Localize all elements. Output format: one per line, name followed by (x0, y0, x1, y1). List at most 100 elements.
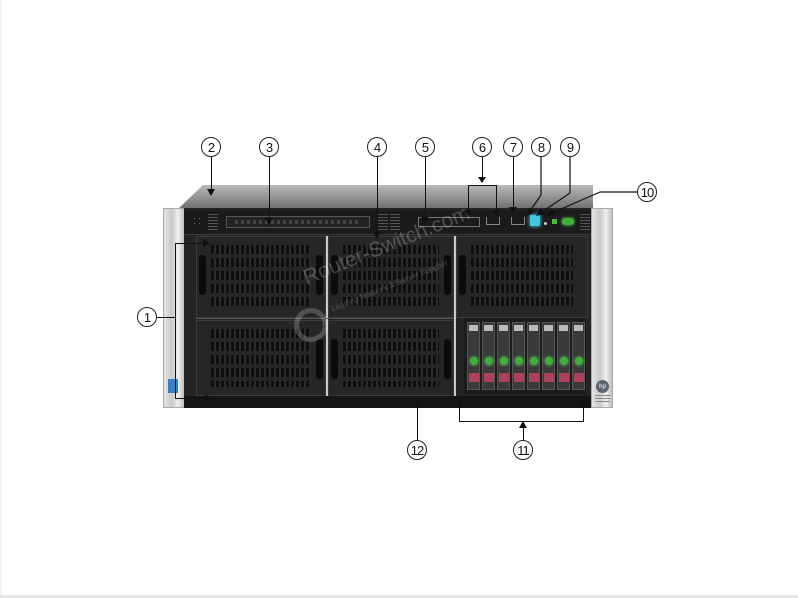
media-bay[interactable] (328, 236, 454, 318)
arrow-down-icon (373, 232, 381, 239)
callout-3: 3 (259, 137, 279, 157)
bay-handle (444, 339, 451, 379)
leader-line (468, 185, 496, 187)
left-rack-ear (163, 208, 185, 408)
drive-label (484, 325, 493, 331)
leader-line (536, 157, 571, 216)
drive-status-led (470, 357, 478, 365)
hot-plug-drive[interactable] (542, 322, 555, 390)
leader-line (417, 408, 419, 440)
bay-handle (459, 255, 466, 295)
callout-7: 7 (503, 137, 523, 157)
page-bottom-edge (0, 595, 798, 598)
callout-4: 4 (367, 137, 387, 157)
front-bezel (184, 208, 592, 408)
leader-line (482, 157, 484, 177)
drive-release-button[interactable] (559, 373, 569, 382)
drive-release-button[interactable] (544, 373, 554, 382)
bay-divider (454, 236, 456, 396)
drive-release-button[interactable] (499, 373, 509, 382)
drive-cage-sff (464, 318, 586, 394)
callout-11: 11 (513, 440, 533, 460)
media-bay[interactable] (196, 320, 326, 396)
drive-status-led (545, 357, 553, 365)
leader-line (175, 243, 177, 398)
arrow-down-icon (492, 210, 500, 216)
hot-plug-drive[interactable] (482, 322, 495, 390)
optical-drive-bay[interactable] (226, 216, 370, 228)
vent-grille (208, 214, 218, 230)
health-led (544, 222, 547, 225)
callout-8: 8 (531, 137, 551, 157)
drive-status-led (500, 357, 508, 365)
hot-plug-drive[interactable] (572, 322, 585, 390)
watermark-logo-icon (294, 308, 328, 342)
nic-status-led (552, 219, 557, 224)
callout-10: 10 (637, 182, 657, 202)
drive-label (514, 325, 523, 331)
leader-line (425, 157, 427, 217)
drive-label (529, 325, 538, 331)
arrow-right-icon (205, 394, 212, 402)
hot-plug-drive[interactable] (527, 322, 540, 390)
hot-plug-drive[interactable] (467, 322, 480, 390)
vent-grille (378, 214, 388, 230)
hot-plug-drive[interactable] (497, 322, 510, 390)
hp-logo-icon: hp (596, 380, 609, 393)
drive-release-button[interactable] (574, 373, 584, 382)
callout-5: 5 (415, 137, 435, 157)
mesh-grille (343, 329, 439, 387)
callout-1: 1 (137, 307, 157, 327)
bay-area (196, 236, 588, 396)
media-bay[interactable] (328, 320, 454, 396)
usb-port-icon[interactable] (486, 217, 500, 225)
leader-line (211, 157, 213, 189)
bay-divider (326, 236, 328, 396)
drive-status-led (575, 357, 583, 365)
compliance-sticker (168, 379, 178, 393)
arrow-down-icon (265, 218, 273, 225)
drive-label (544, 325, 553, 331)
hot-plug-drive[interactable] (557, 322, 570, 390)
drive-status-led (530, 357, 538, 365)
drive-label (499, 325, 508, 331)
vent-grille (580, 214, 590, 230)
bay-handle (331, 339, 338, 379)
vent-grille (390, 214, 400, 230)
callout-12: 12 (407, 440, 427, 460)
drive-label (559, 325, 568, 331)
right-rack-ear: hp (591, 208, 613, 408)
leader-line (526, 157, 542, 216)
drive-release-button[interactable] (514, 373, 524, 382)
media-bay[interactable] (196, 236, 326, 318)
leader-line (459, 421, 583, 423)
arrow-down-icon (421, 217, 429, 224)
control-panel-strip (184, 210, 592, 235)
mesh-grille (211, 245, 311, 309)
arrow-down-icon (509, 207, 517, 213)
arrow-right-icon (203, 239, 210, 247)
callout-9: 9 (560, 137, 580, 157)
arrow-down-icon (207, 189, 215, 196)
power-button[interactable] (562, 218, 574, 225)
media-bay[interactable] (456, 236, 588, 318)
arrow-up-icon (413, 401, 421, 408)
arrow-down-icon (478, 177, 486, 183)
drive-label (574, 325, 583, 331)
chassis-base (184, 396, 592, 408)
leader-line (496, 185, 498, 210)
drive-release-button[interactable] (469, 373, 479, 382)
leader-line (513, 157, 515, 207)
usb-port-icon[interactable] (511, 217, 525, 225)
uid-button-led[interactable] (530, 215, 540, 226)
drive-release-button[interactable] (529, 373, 539, 382)
leader-line (546, 191, 637, 216)
hot-plug-drive[interactable] (512, 322, 525, 390)
leader-line (377, 157, 379, 232)
bay-handle (331, 255, 338, 295)
leader-line (175, 243, 203, 245)
systems-insight-display-slot[interactable] (418, 217, 480, 227)
bay-handle (199, 255, 206, 295)
drive-release-button[interactable] (484, 373, 494, 382)
